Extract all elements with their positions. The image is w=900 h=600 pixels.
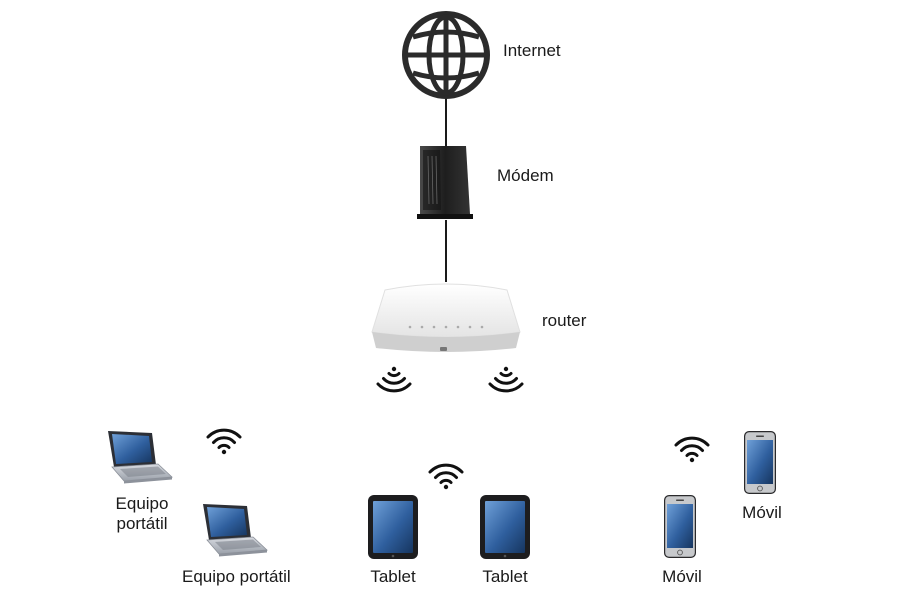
modem-label: Módem — [497, 166, 554, 185]
tablet-icon — [480, 495, 530, 559]
phone-2-label: Móvil — [662, 567, 702, 586]
laptop-2-label: Equipo portátil — [182, 567, 291, 586]
laptop-icon — [202, 503, 268, 557]
phone-icon — [743, 430, 777, 495]
wifi-signal-icon — [428, 463, 464, 491]
phone-icon — [663, 494, 697, 559]
phone-1-label: Móvil — [742, 503, 782, 522]
laptop-icon — [107, 430, 173, 484]
wifi-signal-icon — [674, 436, 710, 464]
router-label: router — [542, 311, 587, 330]
router-icon — [371, 283, 521, 352]
internet-label: Internet — [503, 41, 561, 60]
globe-icon — [402, 11, 490, 99]
wifi-signal-icon — [488, 365, 524, 393]
laptop-1-label: Equipo portátil — [115, 494, 169, 533]
tablet-icon — [368, 495, 418, 559]
modem-icon — [417, 146, 473, 219]
wifi-signal-icon — [206, 428, 242, 456]
wifi-signal-icon — [376, 365, 412, 393]
tablet-1-label: Tablet — [370, 567, 416, 586]
tablet-2-label: Tablet — [482, 567, 528, 586]
